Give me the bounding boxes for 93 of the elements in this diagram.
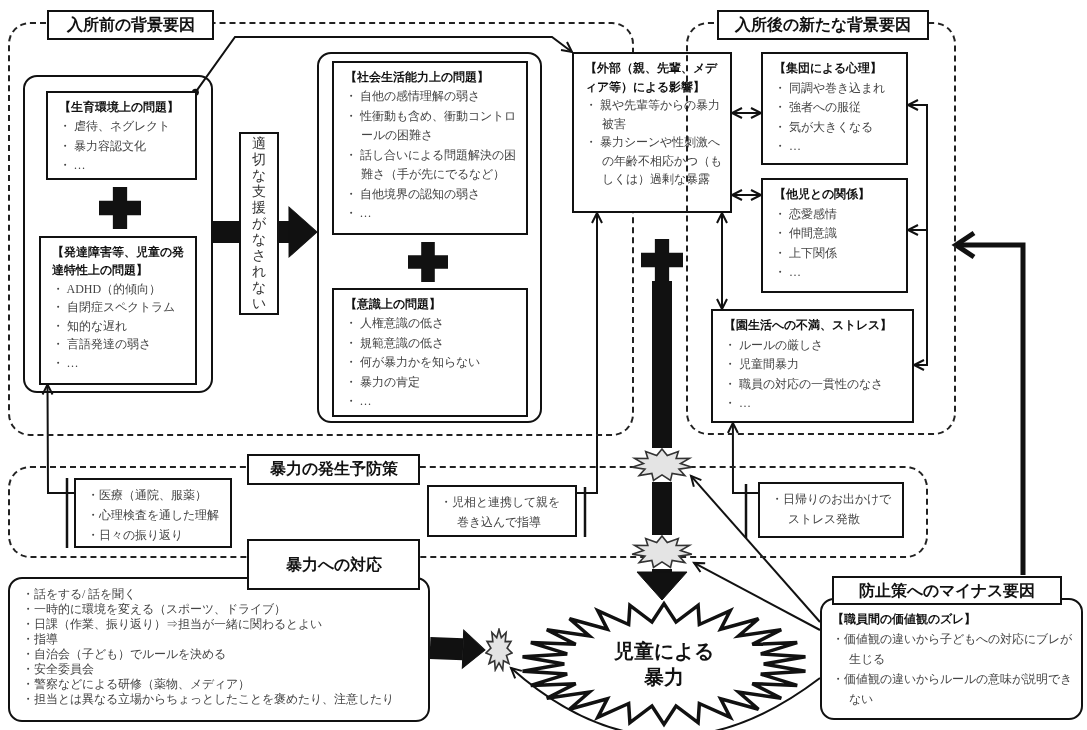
bullet-item: ・ … <box>724 395 752 412</box>
box-heading: 【園生活への不満、ストレス】 <box>724 317 893 334</box>
text-box <box>758 482 904 538</box>
thick-arrow <box>429 629 486 669</box>
bullet-item: ・ 同調や巻き込まれ <box>774 79 886 97</box>
section-title: 防止策へのマイナス要因 <box>832 576 1062 605</box>
text-box <box>331 287 528 417</box>
group-box <box>23 75 213 393</box>
group-box <box>317 52 542 423</box>
arrow <box>41 383 75 494</box>
section-title: 入所後の新たな背景要因 <box>717 10 929 40</box>
bullet-item: ・担当とは異なる立場からちょっとしたことを褒めたり、注意したり <box>22 692 395 707</box>
section-title: 入所前の背景要因 <box>47 10 214 40</box>
bullet-item: ・ 暴力容認文化 <box>58 137 147 155</box>
box-heading: 【職員間の価値観のズレ】 <box>832 611 977 628</box>
bullet-item: ・ 自閉症スペクトラム <box>51 299 176 316</box>
starburst <box>630 535 694 569</box>
bullet-item: ・ 自他の感情理解の弱さ <box>344 88 481 105</box>
bullet-item: ・心理検査を通した理解 <box>87 507 220 524</box>
bullet-item: ・ … <box>774 264 802 281</box>
arrow <box>913 229 928 371</box>
bullet-item: ・ 性衝動も含め、衝動コントロールの困難さ <box>344 107 517 144</box>
bullet-item: ・日帰りのお出かけでストレス発散 <box>771 491 892 528</box>
bullet-item: ・ … <box>51 354 80 372</box>
text-box <box>572 52 732 213</box>
thick-arrow <box>636 569 688 601</box>
text-box <box>711 309 914 423</box>
arrow <box>907 224 928 236</box>
section-title: 暴力の発生予防策 <box>247 454 420 485</box>
text-box <box>331 60 528 235</box>
bullet-item: ・価値観の違いからルールの意味が説明できない <box>832 671 1073 708</box>
bullet-item: ・警察などによる研修（薬物、メディア） <box>22 677 251 692</box>
bullet-item: ・安全委員会 <box>22 662 95 677</box>
arrow <box>576 212 603 494</box>
bullet-item: ・指導 <box>22 632 59 647</box>
text-box <box>761 52 908 165</box>
bullet-item: ・自治会（子ども）でルールを決める <box>22 647 227 662</box>
plus-sign <box>641 239 683 281</box>
text-box <box>38 235 197 385</box>
thick-arrow <box>953 230 1026 575</box>
burst-label: 児童による暴力 <box>613 638 715 690</box>
bullet-item: ・ 上下関係 <box>774 244 838 262</box>
edge-label: 適切な支援がなされない <box>239 132 279 315</box>
box-heading: 【社会生活能力上の問題】 <box>344 68 490 86</box>
bullet-item: ・ 仲間意識 <box>774 225 838 242</box>
bullet-item: ・ 気が大きくなる <box>774 118 874 136</box>
starburst <box>630 448 694 482</box>
bullet-item: ・ … <box>58 157 87 174</box>
bullet-item: ・ 強者への服従 <box>774 99 862 116</box>
bullet-item: ・ 何が暴力かを知らない <box>344 354 481 371</box>
box-heading: 【集団による心理】 <box>774 60 883 77</box>
arrow <box>510 667 821 730</box>
arrow <box>191 36 573 96</box>
bullet-item: ・話をする/ 話を聞く <box>22 587 138 602</box>
bullet-item: ・児相と連携して親を巻き込んで指導 <box>440 494 561 531</box>
box-heading: 【他児との関係】 <box>774 186 871 203</box>
bullet-item: ・ 人権意識の低さ <box>344 315 445 332</box>
bullet-item: ・一時的に環境を変える（スポーツ、ドライブ） <box>22 602 287 617</box>
double-arrow <box>731 107 762 119</box>
double-arrow <box>731 189 762 201</box>
section-title: 暴力への対応 <box>247 539 420 590</box>
arrow <box>690 474 821 623</box>
bullet-item: ・医療（通院、服薬） <box>87 487 208 504</box>
bullet-item: ・ ADHD（的傾向） <box>51 280 163 298</box>
bullet-item: ・ 児童間暴力 <box>724 356 800 373</box>
starburst <box>485 628 513 672</box>
text-box <box>45 90 197 180</box>
arrow <box>907 99 928 231</box>
box-heading: 【発達障害等、児童の発達特性上の問題】 <box>51 243 185 279</box>
bullet-item: ・ 規範意識の低さ <box>344 334 445 352</box>
bullet-item: ・ 暴力の肯定 <box>344 373 421 391</box>
bullet-item: ・価値観の違いから子どもへの対応にブレが生じる <box>832 631 1073 668</box>
bullet-item: ・日々の振り返り <box>87 527 184 544</box>
bullet-item: ・ 知的な遅れ <box>51 317 128 335</box>
bullet-item: ・日課（作業、振り返り）⇒担当が一緒に関わるとよい <box>22 617 323 632</box>
text-box <box>427 485 577 537</box>
bullet-item: ・ 職員の対応の一貫性のなさ <box>724 375 884 393</box>
bullet-item: ・ ルールの厳しさ <box>724 336 824 354</box>
bullet-item: ・ … <box>344 393 373 410</box>
bullet-item: ・ 話し合いによる問題解決の困難さ（手が先にでるなど） <box>344 146 517 183</box>
bullet-item: ・ … <box>774 138 802 155</box>
bullet-item: ・ 虐待、ネグレクト <box>58 118 171 135</box>
text-box <box>761 178 908 293</box>
double-arrow <box>716 212 728 310</box>
text-box <box>74 478 232 548</box>
box-heading: 【意識上の問題】 <box>344 295 442 313</box>
arrow <box>693 561 821 631</box>
bullet-item: ・ 恋愛感情 <box>774 205 838 223</box>
bullet-item: ・ 自他境界の認知の弱さ <box>344 185 481 203</box>
bullet-item: ・ … <box>344 205 373 222</box>
bullet-item: ・ 言語発達の弱さ <box>51 336 152 353</box>
arrow <box>726 422 759 494</box>
box-heading: 【生育環境上の問題】 <box>58 98 180 116</box>
